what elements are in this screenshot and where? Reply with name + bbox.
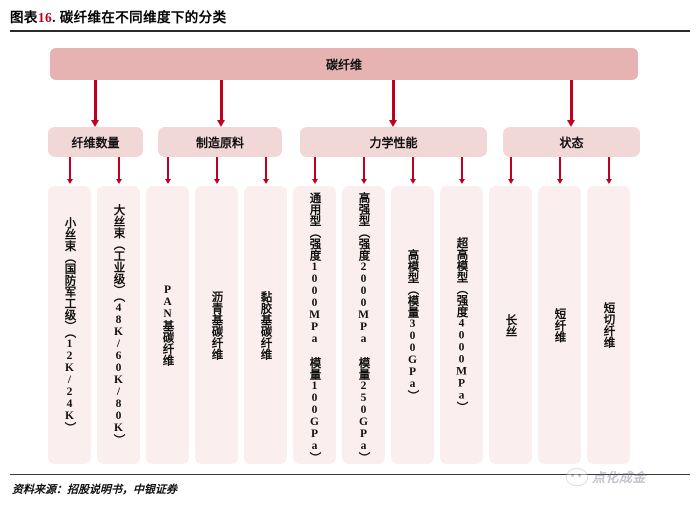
arrowhead-to-col-10 <box>556 179 563 184</box>
node-leaf-filament[interactable]: 长丝 <box>489 186 532 464</box>
node-branch-state[interactable]: 状态 <box>503 127 640 157</box>
arrowhead-root-to-fiber-count <box>90 120 99 127</box>
node-leaf-filament-label: 长丝 <box>504 313 517 337</box>
arrowhead-root-to-mechanical <box>388 120 397 127</box>
figure-label: 图表 <box>10 10 38 25</box>
arrowhead-to-col-8 <box>458 179 465 184</box>
connector-root-to-mechanical <box>392 80 395 122</box>
node-branch-raw-material[interactable]: 制造原料 <box>158 127 282 157</box>
connector-to-col-10 <box>559 157 562 181</box>
connector-to-col-11 <box>608 157 611 181</box>
node-leaf-rayon-based-label: 黏胶基碳纤维 <box>259 290 272 360</box>
connector-root-to-raw-material <box>220 80 223 122</box>
connector-to-col-4 <box>265 157 268 181</box>
node-leaf-small-tow[interactable]: 小丝束（国防军工级）（12K/24K） <box>48 186 91 464</box>
connector-to-col-5 <box>314 157 317 181</box>
node-leaf-chopped-fiber-label: 短切纤维 <box>602 302 615 348</box>
connector-to-col-7 <box>412 157 415 181</box>
connector-to-col-8 <box>461 157 464 181</box>
node-root-label: 碳纤维 <box>325 57 362 72</box>
node-leaf-high-modulus[interactable]: 高模型（模量300GPa） <box>391 186 434 464</box>
arrowhead-root-to-raw-material <box>216 120 225 127</box>
arrowhead-to-col-1 <box>115 179 122 184</box>
arrowhead-to-col-2 <box>164 179 171 184</box>
node-leaf-chopped-fiber[interactable]: 短切纤维 <box>587 186 630 464</box>
node-leaf-pan-based-label: PAN基碳纤维 <box>161 284 174 366</box>
figure-number: 16 <box>37 10 53 25</box>
footer-divider <box>10 474 690 476</box>
title-divider <box>10 30 690 32</box>
connector-to-col-6 <box>363 157 366 181</box>
connector-to-col-9 <box>510 157 513 181</box>
node-leaf-staple-fiber[interactable]: 短纤维 <box>538 186 581 464</box>
node-leaf-high-strength-label: 高强型（强度2000MPa 模量250GPa） <box>357 192 370 464</box>
arrowhead-to-col-9 <box>507 179 514 184</box>
arrowhead-to-col-4 <box>262 179 269 184</box>
watermark-label: 点化成金 <box>592 470 647 485</box>
node-branch-state-label: 状态 <box>559 135 584 150</box>
figure-header: 图表16. 碳纤维在不同维度下的分类 <box>10 6 690 32</box>
node-leaf-large-tow-label: 大丝束（工业级）（48K/60K/80K） <box>112 204 125 446</box>
arrowhead-to-col-5 <box>311 179 318 184</box>
arrowhead-to-col-3 <box>213 179 220 184</box>
bird-logo-icon <box>566 468 588 486</box>
arrowhead-to-col-0 <box>66 179 73 184</box>
arrowhead-to-col-11 <box>605 179 612 184</box>
connector-to-col-0 <box>69 157 72 181</box>
arrowhead-to-col-6 <box>360 179 367 184</box>
node-leaf-pan-based[interactable]: PAN基碳纤维 <box>146 186 189 464</box>
node-leaf-rayon-based[interactable]: 黏胶基碳纤维 <box>244 186 287 464</box>
connector-root-to-state <box>570 80 573 122</box>
node-branch-raw-material-label: 制造原料 <box>195 135 244 150</box>
figure-title-text: 碳纤维在不同维度下的分类 <box>59 10 227 25</box>
arrowhead-to-col-7 <box>409 179 416 184</box>
connector-root-to-fiber-count <box>94 80 97 122</box>
classification-diagram: 碳纤维 纤维数量 制造原料 力学性能 状态 <box>0 34 700 470</box>
node-branch-mechanical-property-label: 力学性能 <box>369 135 418 150</box>
node-leaf-ultrahigh-modulus[interactable]: 超高模型（强度4000MPa） <box>440 186 483 464</box>
connector-to-col-1 <box>118 157 121 181</box>
node-root-carbon-fiber[interactable]: 碳纤维 <box>50 48 638 80</box>
node-branch-fiber-count[interactable]: 纤维数量 <box>48 127 143 157</box>
page-title: 图表16. 碳纤维在不同维度下的分类 <box>10 6 227 26</box>
node-leaf-pitch-based[interactable]: 沥青基碳纤维 <box>195 186 238 464</box>
node-leaf-ultrahigh-modulus-label: 超高模型（强度4000MPa） <box>455 237 468 413</box>
node-branch-mechanical-property[interactable]: 力学性能 <box>300 127 487 157</box>
node-leaf-large-tow[interactable]: 大丝束（工业级）（48K/60K/80K） <box>97 186 140 464</box>
connector-to-col-3 <box>216 157 219 181</box>
node-branch-fiber-count-label: 纤维数量 <box>71 135 120 150</box>
figure-separator: . <box>52 10 56 25</box>
arrowhead-root-to-state <box>566 120 575 127</box>
watermark: 点化成金 <box>560 466 690 488</box>
node-leaf-high-strength[interactable]: 高强型（强度2000MPa 模量250GPa） <box>342 186 385 464</box>
node-leaf-general-type[interactable]: 通用型（强度1000MPa 模量100GPa） <box>293 186 336 464</box>
connector-to-col-2 <box>167 157 170 181</box>
source-note: 资料来源：招股说明书，中银证券 <box>12 484 177 496</box>
node-leaf-small-tow-label: 小丝束（国防军工级）（12K/24K） <box>63 216 76 434</box>
node-leaf-general-type-label: 通用型（强度1000MPa 模量100GPa） <box>308 192 321 464</box>
node-leaf-high-modulus-label: 高模型（模量300GPa） <box>406 248 419 402</box>
node-leaf-staple-fiber-label: 短纤维 <box>553 307 566 343</box>
node-leaf-pitch-based-label: 沥青基碳纤维 <box>210 290 223 360</box>
